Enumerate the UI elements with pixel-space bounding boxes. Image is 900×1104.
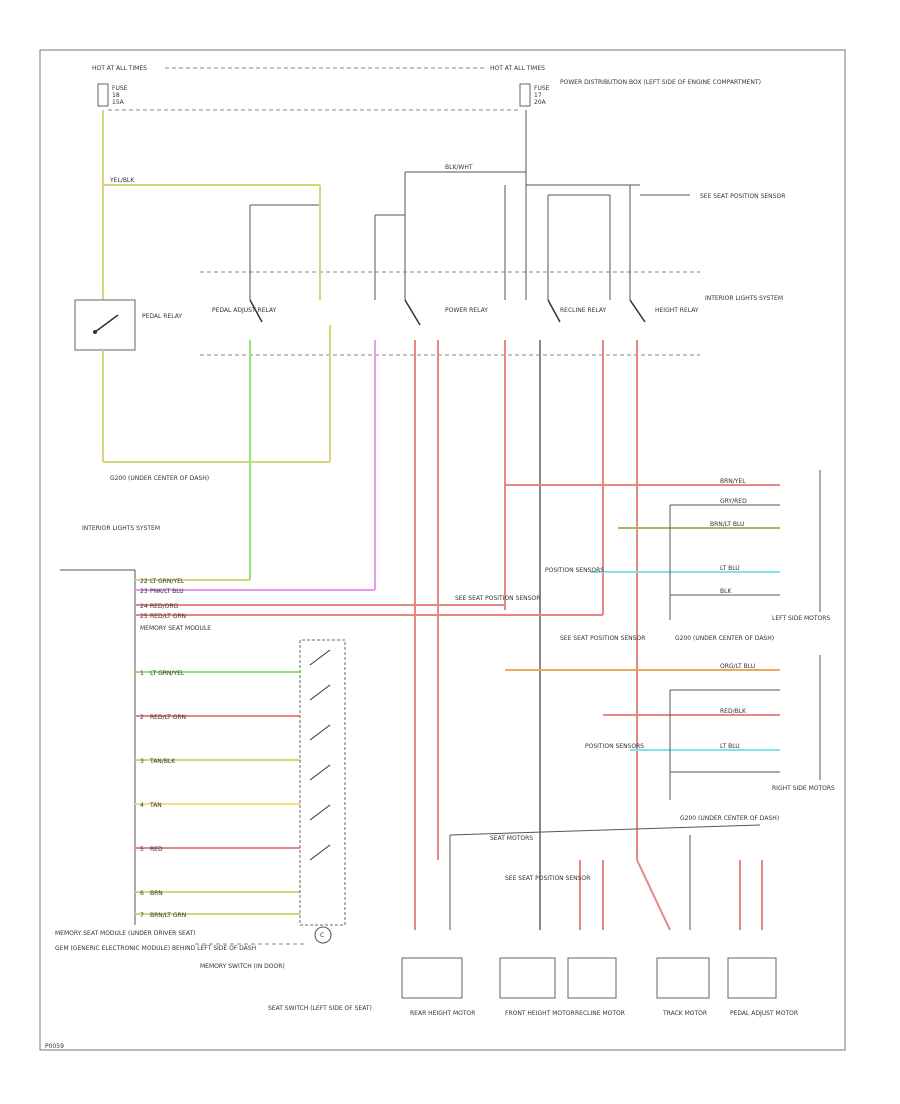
svg-text:HEIGHT RELAY: HEIGHT RELAY — [655, 307, 699, 314]
svg-text:BRN/LT GRN: BRN/LT GRN — [150, 912, 186, 919]
svg-text:TAN/BLK: TAN/BLK — [149, 758, 176, 765]
svg-text:5: 5 — [140, 846, 144, 853]
module-output-wires: LT GRN/YEL 22 PNK/LT BLU 23 RED/ORG 24 R… — [135, 578, 603, 620]
wire-label-blk-wht: BLK/WHT — [445, 164, 473, 171]
svg-text:PEDAL ADJUST RELAY: PEDAL ADJUST RELAY — [212, 307, 277, 314]
svg-text:24: 24 — [140, 603, 148, 610]
svg-text:7: 7 — [140, 912, 144, 919]
ground-note: G200 (UNDER CENTER OF DASH) — [110, 475, 209, 482]
svg-text:RED/LT GRN: RED/LT GRN — [150, 613, 186, 620]
right-motor-group-box: RIGHT SIDE MOTORS — [772, 655, 835, 792]
label-brn-yel: BRN/YEL — [720, 478, 746, 485]
svg-text:RIGHT SIDE MOTORS: RIGHT SIDE MOTORS — [772, 785, 835, 792]
sensor-label-left: POSITION SENSORS — [545, 567, 604, 574]
module-gem-note: GEM (GENERIC ELECTRONIC MODULE) BEHIND L… — [55, 945, 256, 952]
pedal-adjust-relay: PEDAL ADJUST RELAY — [212, 205, 277, 323]
svg-text:2: 2 — [140, 714, 144, 721]
svg-text:LT GRN/YEL: LT GRN/YEL — [150, 670, 185, 677]
svg-text:TAN: TAN — [149, 802, 162, 809]
connector-c — [314, 926, 332, 944]
svg-text:FRONT HEIGHT MOTOR: FRONT HEIGHT MOTOR — [505, 1010, 575, 1017]
svg-text:3: 3 — [140, 758, 144, 765]
power-distribution-label: POWER DISTRIBUTION BOX (LEFT SIDE OF ENG… — [560, 79, 761, 86]
svg-text:FUSE: FUSE — [534, 85, 550, 92]
wire-label-yel-blk-top: YEL/BLK — [109, 177, 135, 184]
height-relay: HEIGHT RELAY — [609, 185, 699, 323]
memory-switch-label: MEMORY SWITCH (IN DOOR) — [200, 963, 285, 970]
memory-module-label: MEMORY SEAT MODULE (UNDER DRIVER SEAT) — [55, 930, 195, 937]
svg-text:RED/ORG: RED/ORG — [150, 603, 178, 610]
svg-text:POWER RELAY: POWER RELAY — [445, 307, 488, 314]
track-motor: TRACK MOTOR — [656, 957, 710, 1017]
connector-c-label: C — [320, 932, 324, 939]
rear-height-motor: REAR HEIGHT MOTOR — [401, 957, 475, 1017]
svg-text:25: 25 — [140, 613, 148, 620]
label-org-lt-blu: ORG/LT BLU — [720, 663, 755, 670]
sensor-label-right: POSITION SENSORS — [585, 743, 644, 750]
svg-text:RED/LT GRN: RED/LT GRN — [150, 714, 186, 721]
seat-motors-label: SEAT MOTORS — [490, 835, 533, 842]
svg-text:SEAT SWITCH (LEFT SIDE OF SEAT: SEAT SWITCH (LEFT SIDE OF SEAT) — [268, 1005, 372, 1012]
svg-text:RED: RED — [150, 846, 163, 853]
pedal-relay: PEDAL RELAY — [74, 299, 182, 351]
fuse-right: FUSE 17 20A — [519, 83, 550, 107]
wire-motor-track — [636, 859, 671, 931]
svg-text:PEDAL RELAY: PEDAL RELAY — [142, 313, 182, 320]
svg-text:1: 1 — [140, 670, 144, 677]
ground-note-left: G200 (UNDER CENTER OF DASH) — [675, 635, 774, 642]
left-motor-group-box: LEFT SIDE MOTORS — [772, 470, 830, 622]
front-height-motor: FRONT HEIGHT MOTOR — [499, 957, 575, 1017]
ground-note-right: G200 (UNDER CENTER OF DASH) — [680, 815, 779, 822]
svg-text:4: 4 — [140, 802, 144, 809]
label-lt-blu-2: LT BLU — [720, 743, 740, 750]
svg-text:REAR HEIGHT MOTOR: REAR HEIGHT MOTOR — [410, 1010, 475, 1017]
svg-text:BRN: BRN — [150, 890, 163, 897]
module-tag: MEMORY SEAT MODULE — [140, 625, 211, 632]
svg-text:PEDAL ADJUST MOTOR: PEDAL ADJUST MOTOR — [730, 1010, 798, 1017]
footer-code: P0059 — [45, 1043, 64, 1050]
hot-label-left: HOT AT ALL TIMES — [92, 65, 147, 72]
svg-text:RECLINE MOTOR: RECLINE MOTOR — [575, 1010, 625, 1017]
recline-relay: RECLINE RELAY — [504, 185, 607, 323]
seat-motors-note: SEE SEAT POSITION SENSOR — [505, 875, 590, 882]
pedal-adjust-motor: PEDAL ADJUST MOTOR — [727, 957, 798, 1017]
svg-text:TRACK MOTOR: TRACK MOTOR — [662, 1010, 707, 1017]
diagram-frame — [39, 49, 846, 1051]
svg-text:18: 18 — [112, 92, 120, 99]
label-red-blk: RED/BLK — [720, 708, 747, 715]
relay-box-label: INTERIOR LIGHTS SYSTEM — [705, 295, 783, 302]
svg-text:LEFT SIDE MOTORS: LEFT SIDE MOTORS — [772, 615, 830, 622]
svg-text:RECLINE RELAY: RECLINE RELAY — [560, 307, 607, 314]
fuse-left: FUSE 18 15A — [97, 83, 128, 107]
splice-label-1: SEE SEAT POSITION SENSOR — [455, 595, 540, 602]
label-lt-blu: LT BLU — [720, 565, 740, 572]
label-brn-lt-blu: BRN/LT BLU — [710, 521, 744, 528]
recline-motor: RECLINE MOTOR — [567, 957, 625, 1017]
switch-wires: LT GRN/YEL 1 RED/LT GRN 2 TAN/BLK 3 TAN … — [135, 670, 300, 919]
splice-label-2: SEE SEAT POSITION SENSOR — [560, 635, 645, 642]
seat-switch: SEAT SWITCH (LEFT SIDE OF SEAT) — [268, 639, 372, 1012]
hot-label-right: HOT AT ALL TIMES — [490, 65, 545, 72]
interior-lights-label: INTERIOR LIGHTS SYSTEM — [82, 525, 160, 532]
svg-text:17: 17 — [534, 92, 542, 99]
svg-text:FUSE: FUSE — [112, 85, 128, 92]
sensor-note-top: SEE SEAT POSITION SENSOR — [700, 193, 785, 200]
svg-text:15A: 15A — [112, 99, 125, 106]
label-blk: BLK — [720, 588, 732, 595]
svg-text:LT GRN/YEL: LT GRN/YEL — [150, 578, 185, 585]
svg-text:PNK/LT BLU: PNK/LT BLU — [150, 588, 184, 595]
svg-text:20A: 20A — [534, 99, 547, 106]
motor-bus-line — [449, 824, 761, 836]
svg-text:23: 23 — [140, 588, 148, 595]
label-gry-red: GRY/RED — [720, 498, 747, 505]
svg-text:6: 6 — [140, 890, 144, 897]
svg-text:22: 22 — [140, 578, 148, 585]
power-relay: POWER RELAY — [374, 215, 488, 326]
